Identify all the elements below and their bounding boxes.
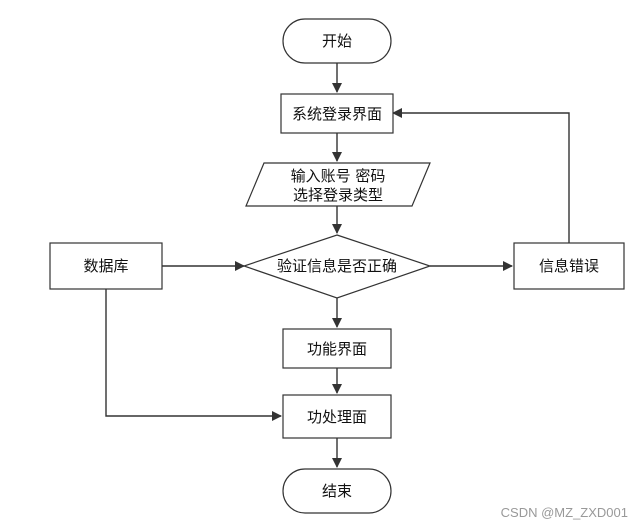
process-ui-label: 功处理面 [307,408,367,426]
input-label-line1: 输入账号 密码 [291,167,386,185]
database-node: 数据库 [49,242,163,290]
verify-label: 验证信息是否正确 [277,257,397,275]
login-ui-node: 系统登录界面 [280,93,394,134]
process-ui-node: 功处理面 [282,394,392,439]
edge-error-to-login [392,108,570,243]
input-label-line2: 选择登录类型 [293,186,383,204]
start-node: 开始 [282,18,392,64]
login-ui-label: 系统登录界面 [292,105,382,123]
input-node: 输入账号 密码 选择登录类型 [245,162,431,207]
end-node: 结束 [282,468,392,514]
end-label: 结束 [322,482,352,500]
error-node: 信息错误 [513,242,625,290]
verify-decision-node: 验证信息是否正确 [242,234,432,299]
watermark: CSDN @MZ_ZXD001 [500,505,628,520]
function-ui-label: 功能界面 [307,340,367,358]
start-label: 开始 [322,32,352,50]
edges [105,63,570,468]
edge-database-to-process [105,289,282,421]
function-ui-node: 功能界面 [282,328,392,369]
database-label: 数据库 [83,257,128,275]
error-label: 信息错误 [539,257,599,275]
